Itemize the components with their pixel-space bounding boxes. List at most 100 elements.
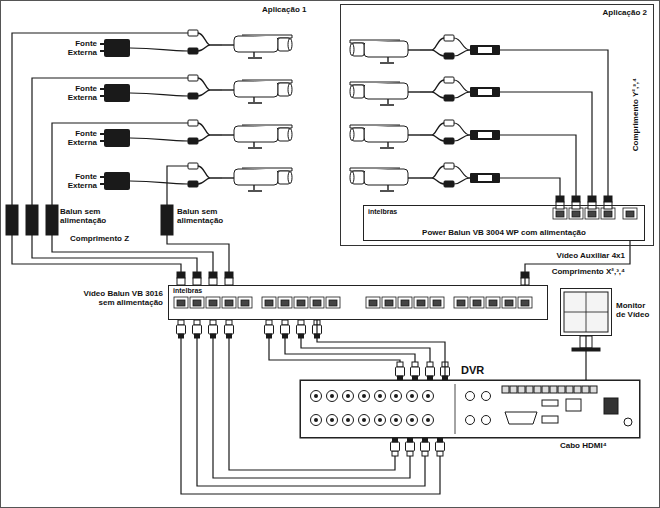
power-switch xyxy=(604,398,618,414)
vga-port xyxy=(505,412,537,424)
label-wrap: Comprimento X²,³,⁴ xyxy=(500,267,625,276)
audio-jack xyxy=(466,392,475,401)
bnc-connector xyxy=(411,362,420,380)
pigtail-connector xyxy=(420,163,454,187)
camera xyxy=(222,80,292,103)
balun xyxy=(470,45,500,55)
rj45-port xyxy=(486,297,500,308)
rj45-port xyxy=(174,297,188,308)
balun-label: Balun sem alimentação xyxy=(60,207,118,225)
node-label: intelbras xyxy=(368,208,397,216)
video-monitor: Monitor de Vídeo xyxy=(560,288,612,336)
power-cable xyxy=(130,138,188,141)
power-adapter xyxy=(100,39,130,57)
rj45-plug xyxy=(225,272,233,285)
balun xyxy=(161,205,173,235)
bnc-pin xyxy=(394,418,398,422)
balun xyxy=(470,130,500,140)
terminal-block xyxy=(582,386,589,393)
node-label: DVR xyxy=(461,364,484,377)
utp-cable xyxy=(32,235,197,272)
bnc-connector xyxy=(297,320,306,338)
power-balun-box: intelbrasPower Balun VB 3004 WP com alim… xyxy=(363,205,645,241)
node-label: Vídeo Balun VB 3016 sem alimentação xyxy=(73,289,163,307)
bnc-input xyxy=(343,391,354,402)
utp-cable xyxy=(500,135,576,196)
rj45-port xyxy=(398,297,412,308)
rj45-port xyxy=(454,297,468,308)
bnc-pin xyxy=(394,394,398,398)
video-cable xyxy=(167,166,188,205)
hdmi-port xyxy=(542,416,558,423)
region-box: intelbrasPower Balun VB 3004 WP com alim… xyxy=(340,4,654,246)
balun xyxy=(470,173,500,183)
pigtail-cable xyxy=(454,123,470,135)
bnc-input xyxy=(327,415,338,426)
bnc-connector xyxy=(426,362,435,380)
cable-connector xyxy=(317,320,445,380)
bnc-input xyxy=(375,391,386,402)
bnc-input xyxy=(407,415,418,426)
bnc-connector xyxy=(225,320,234,338)
terminal-block xyxy=(510,386,517,393)
utp-cable xyxy=(167,235,229,272)
utp-cable xyxy=(500,50,608,196)
rj45-port xyxy=(470,297,484,308)
rj45-port xyxy=(366,297,380,308)
rj45-port xyxy=(278,297,292,308)
bnc-connector xyxy=(421,438,430,456)
label-wrap: Fonte Externa xyxy=(57,172,97,190)
bnc-pin xyxy=(410,418,414,422)
balun xyxy=(6,205,18,235)
balun-label: Balun sem alimentação xyxy=(177,207,235,225)
bnc-pin xyxy=(314,418,318,422)
terminal-block xyxy=(566,386,573,393)
pigtail-connector xyxy=(188,30,222,54)
usb-port xyxy=(542,400,558,406)
rj45-port xyxy=(553,208,567,219)
pigtail-connector xyxy=(420,77,454,101)
utp-cable xyxy=(52,235,213,272)
length-label: Comprimento X²,³,⁴ xyxy=(500,267,625,276)
cable-label: Cabo HDMI⁴ xyxy=(560,441,607,450)
power-cable xyxy=(130,181,188,184)
pigtail-connector xyxy=(188,120,222,144)
camera xyxy=(222,125,292,148)
utp-cable xyxy=(500,178,560,196)
utp-cable xyxy=(12,235,181,272)
terminal-block xyxy=(526,386,533,393)
adapter-label: Fonte Externa xyxy=(57,129,97,147)
balun xyxy=(26,205,38,235)
rj45-plug xyxy=(193,272,201,285)
bnc-input xyxy=(391,415,402,426)
screen-split xyxy=(564,292,608,332)
camera xyxy=(350,82,420,105)
pigtail-cable xyxy=(454,166,470,178)
terminal-block xyxy=(534,386,541,393)
label-wrap: Comprimento Z xyxy=(70,234,129,243)
bnc-pin xyxy=(330,418,334,422)
pigtail-cable xyxy=(454,80,470,92)
bnc-input xyxy=(311,415,322,426)
pigtail-cable xyxy=(454,135,470,141)
bnc-input xyxy=(423,391,434,402)
power-adapter xyxy=(100,172,130,190)
rj45-port xyxy=(222,297,236,308)
signal-label: Vídeo Auxiliar 4x1 xyxy=(500,251,625,260)
label-wrap: Balun sem alimentação xyxy=(177,207,235,225)
rj45-port xyxy=(518,297,532,308)
camera xyxy=(350,168,420,191)
bnc-input xyxy=(327,391,338,402)
terminal-block xyxy=(558,386,565,393)
rj45-port xyxy=(262,297,276,308)
section-heading: Aplicação 1 xyxy=(262,5,306,14)
bnc-pin xyxy=(314,394,318,398)
bnc-pin xyxy=(426,418,430,422)
node-text-wrap: intelbras xyxy=(173,287,202,295)
video-cable xyxy=(32,78,188,205)
power-cable xyxy=(130,48,188,51)
bnc-input xyxy=(343,415,354,426)
